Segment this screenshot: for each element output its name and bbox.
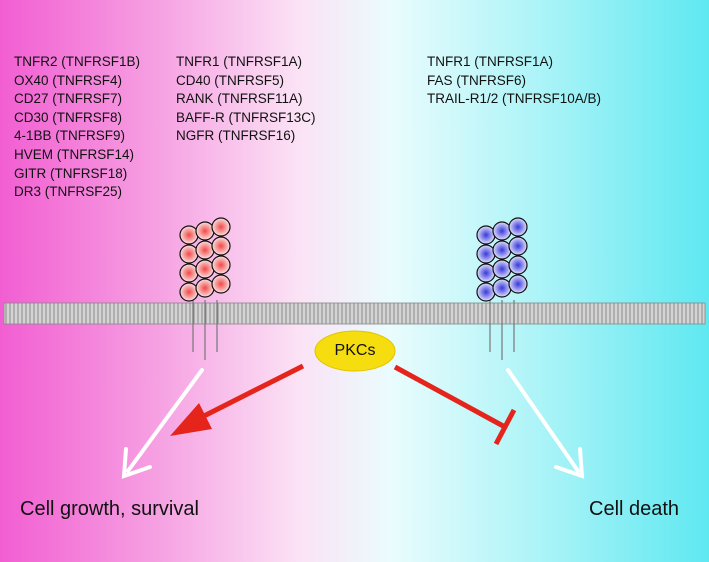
receptor-name: RANK (TNFRSF11A)	[176, 91, 303, 107]
receptor-bead	[476, 282, 496, 302]
survival-signal-arrow	[121, 368, 204, 479]
death-receptor-cluster	[476, 217, 528, 302]
pkc-ellipse	[314, 330, 396, 372]
receptor-bead	[476, 225, 496, 245]
receptor-bead	[492, 278, 512, 298]
receptor-name: GITR (TNFRSF18)	[14, 165, 128, 181]
receptor-name: BAFF-R (TNFRSF13C)	[176, 109, 316, 125]
receptor-bead	[476, 244, 496, 264]
survival-receptor-list-2: TNFR1 (TNFRSF1A) CD40 (TNFRSF5) RANK (TNFR…	[176, 53, 316, 146]
receptor-bead	[195, 240, 215, 260]
receptor-name: OX40 (TNFRSF4)	[14, 72, 123, 88]
receptor-name: TNFR1 (TNFRSF1A)	[176, 54, 302, 69]
receptor-bead	[492, 221, 512, 241]
receptor-name: TRAIL-R1/2 (TNFRSF10A/B)	[427, 91, 602, 107]
receptor-name: NGFR (TNFRSF16)	[176, 128, 296, 144]
receptor-bead	[211, 255, 231, 275]
receptor-bead	[195, 221, 215, 241]
receptor-name: HVEM (TNFRSF14)	[14, 146, 135, 162]
receptor-bead	[179, 282, 199, 302]
receptor-bead	[211, 236, 231, 256]
survival-receptor-list-1: TNFR2 (TNFRSF1B) OX40 (TNFRSF4) CD27 (TNFR…	[14, 53, 140, 202]
pkc-activation-arrow	[170, 363, 305, 436]
receptor-bead	[508, 236, 528, 256]
receptor-bead	[195, 259, 215, 279]
pkc-label: PKCs	[334, 342, 376, 359]
survival-receptor-cluster	[179, 217, 231, 302]
receptor-bead	[211, 217, 231, 237]
receptor-bead	[179, 225, 199, 245]
receptor-bead	[508, 217, 528, 237]
outcome-growth-survival: Cell growth, survival	[20, 498, 199, 520]
receptor-bead	[211, 274, 231, 294]
outcome-cell-death: Cell death	[589, 498, 680, 520]
receptor-bead	[476, 263, 496, 283]
receptor-name: CD40 (TNFRSF5)	[176, 72, 285, 88]
death-receptor-list: TNFR1 (TNFRSF1A) FAS (TNFRSF6) TRAIL-R1/2 …	[427, 53, 601, 109]
receptor-name: 4-1BB (TNFRSF9)	[14, 128, 126, 144]
receptor-name: FAS (TNFRSF6)	[427, 72, 527, 88]
receptor-name: TNFR2 (TNFRSF1B)	[14, 54, 140, 69]
receptor-bead	[179, 244, 199, 264]
receptor-name: CD30 (TNFRSF8)	[14, 109, 123, 125]
pkc-inhibition-arrow	[393, 364, 517, 446]
receptor-name: TNFR1 (TNFRSF1A)	[427, 54, 553, 69]
receptor-bead	[508, 255, 528, 275]
receptor-bead	[492, 240, 512, 260]
receptor-bead	[195, 278, 215, 298]
cell-membrane	[3, 302, 706, 325]
receptor-bead	[179, 263, 199, 283]
receptor-bead	[492, 259, 512, 279]
left-receptor-transmembrane	[192, 300, 218, 360]
receptor-name: CD27 (TNFRSF7)	[14, 91, 123, 107]
right-receptor-transmembrane	[489, 300, 515, 360]
receptor-name: DR3 (TNFRSF25)	[14, 184, 123, 200]
death-signal-arrow	[506, 368, 585, 479]
receptor-bead	[508, 274, 528, 294]
